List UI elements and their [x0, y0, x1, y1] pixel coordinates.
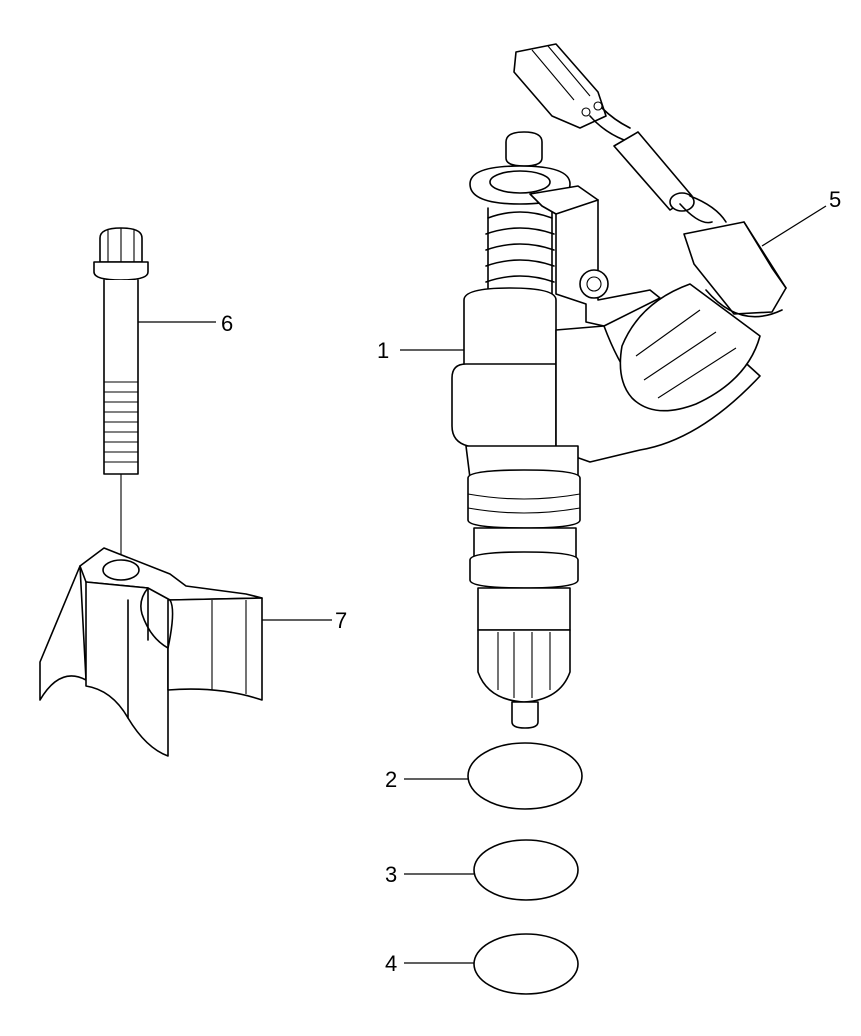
- callout-2: 2: [385, 767, 397, 792]
- part-7-clamp: [39, 547, 263, 757]
- part-4-o-ring: [473, 933, 579, 995]
- callout-7: 7: [335, 608, 347, 633]
- callout-4: 4: [385, 951, 397, 976]
- part-5-harness: [513, 43, 787, 412]
- callout-6: 6: [221, 311, 233, 336]
- callout-5: 5: [829, 187, 841, 212]
- callout-3: 3: [385, 862, 397, 887]
- part-1-injector: [451, 131, 761, 729]
- leader-line-5: [761, 205, 827, 247]
- part-3-o-ring: [473, 839, 579, 901]
- part-2-o-ring: [467, 742, 583, 810]
- callout-1: 1: [377, 338, 389, 363]
- part-6-bolt: [93, 227, 149, 566]
